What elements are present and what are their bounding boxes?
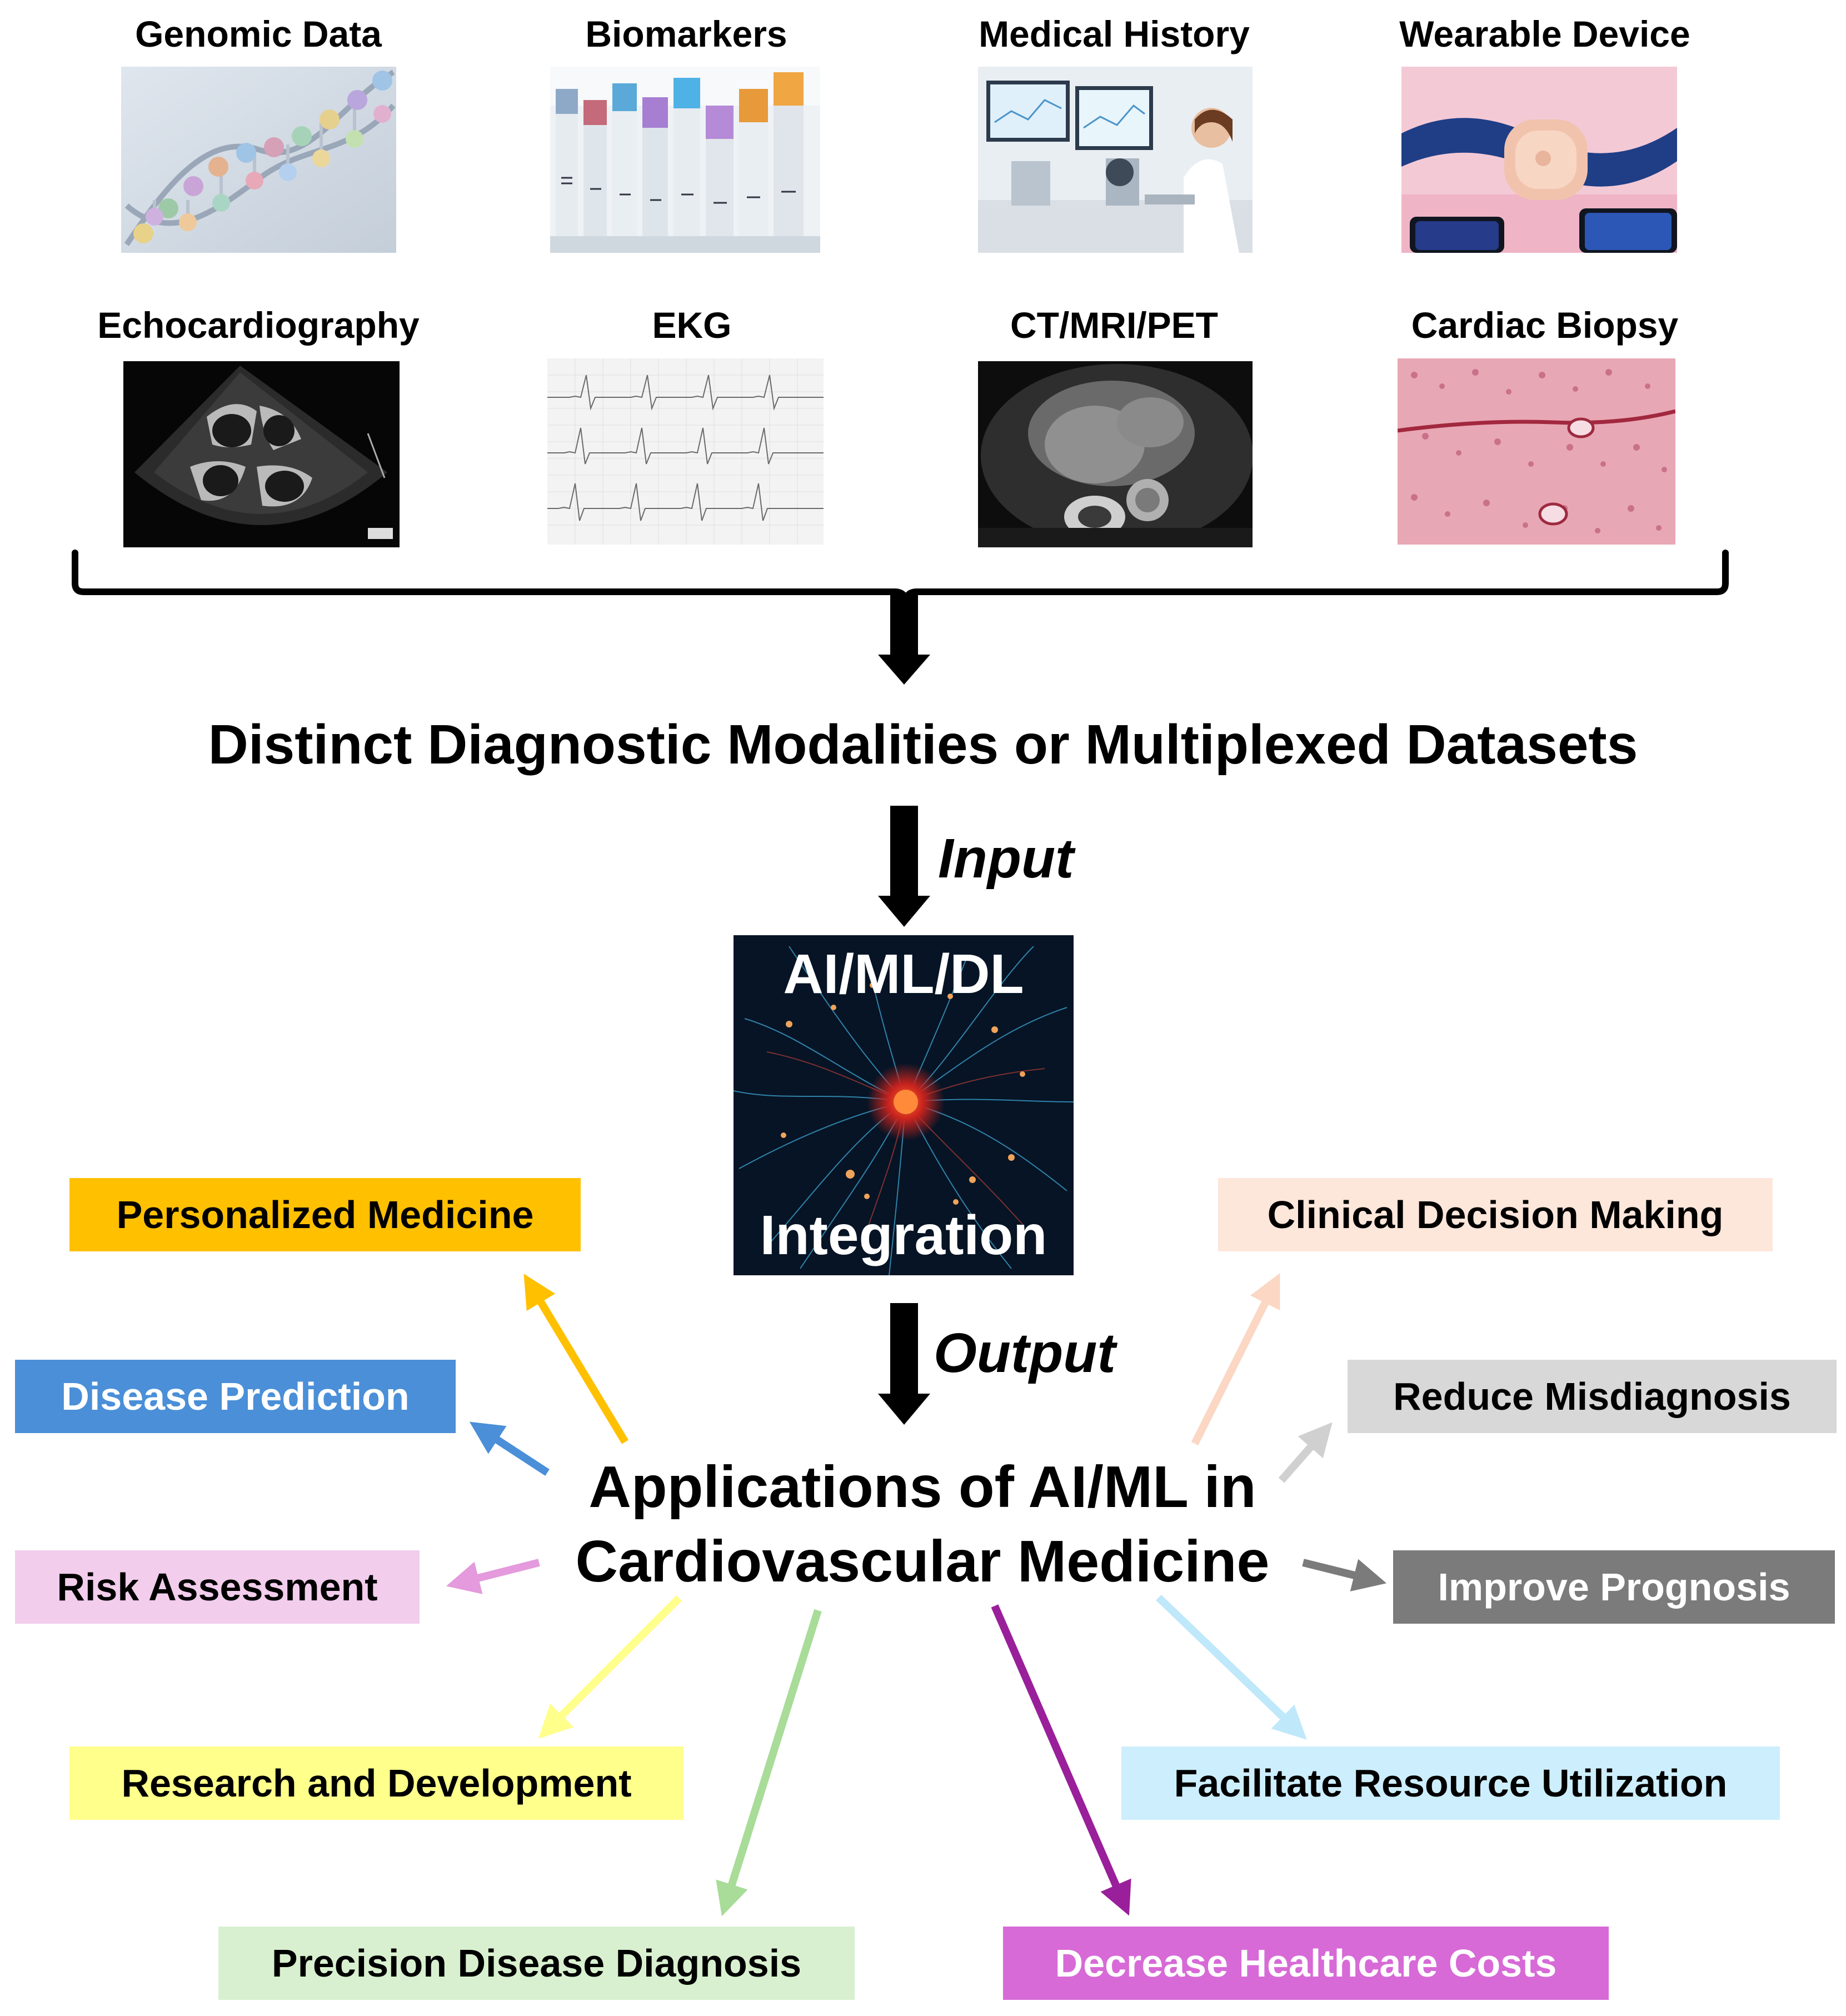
applications-title-line1: Applications of AI/ML in [588, 1454, 1256, 1520]
arrow-to-personalized [523, 1274, 628, 1444]
down-arrow-input [878, 806, 930, 927]
modality-label-biomarkers: Biomarkers [585, 13, 787, 54]
wearable-band-icon [1401, 67, 1677, 253]
app-reduce-misdiagnosis: Reduce Misdiagnosis [1348, 1360, 1837, 1433]
app-risk-assessment: Risk Assessment [15, 1550, 420, 1624]
integration-label: Integration [760, 1204, 1047, 1266]
output-label: Output [934, 1322, 1116, 1384]
app-disease-prediction: Disease Prediction [15, 1360, 456, 1433]
app-improve-prognosis: Improve Prognosis [1393, 1550, 1835, 1624]
clinician-workstation-icon [978, 67, 1253, 253]
app-clinical-decision-making: Clinical Decision Making [1218, 1178, 1773, 1251]
input-label: Input [938, 827, 1074, 890]
histology-slide-icon [1398, 358, 1675, 545]
app-decrease-healthcare-costs: Decrease Healthcare Costs [1003, 1927, 1609, 2000]
ekg-trace-icon [547, 358, 824, 545]
arrow-to-costs [991, 1604, 1131, 1916]
modality-label-echo: Echocardiography [97, 305, 420, 346]
down-arrow-output [878, 1303, 930, 1425]
arrow-to-clinical [1191, 1273, 1280, 1446]
arrow-to-precision [716, 1609, 822, 1917]
modality-label-wearable: Wearable Device [1399, 13, 1690, 54]
app-facilitate-resource-utilization: Facilitate Resource Utilization [1121, 1746, 1780, 1820]
ultrasound-scan-icon [123, 361, 400, 547]
down-arrow-brace [878, 595, 930, 685]
app-research-and-development: Research and Development [69, 1746, 683, 1820]
app-precision-disease-diagnosis: Precision Disease Diagnosis [218, 1927, 855, 2000]
dna-helix-icon [121, 67, 396, 253]
applications-title-line2: Cardiovascular Medicine [575, 1528, 1270, 1594]
arrow-to-research [538, 1595, 682, 1739]
modalities-headline: Distinct Diagnostic Modalities or Multip… [208, 713, 1638, 776]
ai-integration-box: AI/ML/DL Integration [734, 935, 1074, 1275]
modality-label-genomic: Genomic Data [135, 13, 382, 54]
ai-ml-dl-label: AI/ML/DL [783, 943, 1024, 1005]
applications-title: Applications of AI/ML in Cardiovascular … [517, 1450, 1328, 1599]
grouping-brace [72, 550, 1729, 606]
modality-label-biopsy: Cardiac Biopsy [1411, 305, 1679, 346]
modality-label-history: Medical History [979, 13, 1250, 54]
test-tubes-icon [550, 67, 820, 253]
arrow-to-resource [1156, 1594, 1307, 1740]
app-personalized-medicine: Personalized Medicine [69, 1178, 581, 1251]
ct-scan-icon [978, 361, 1253, 547]
neural-network-icon [734, 935, 1074, 1275]
modality-label-ekg: EKG [652, 305, 732, 346]
modality-label-ct: CT/MRI/PET [1010, 305, 1218, 346]
